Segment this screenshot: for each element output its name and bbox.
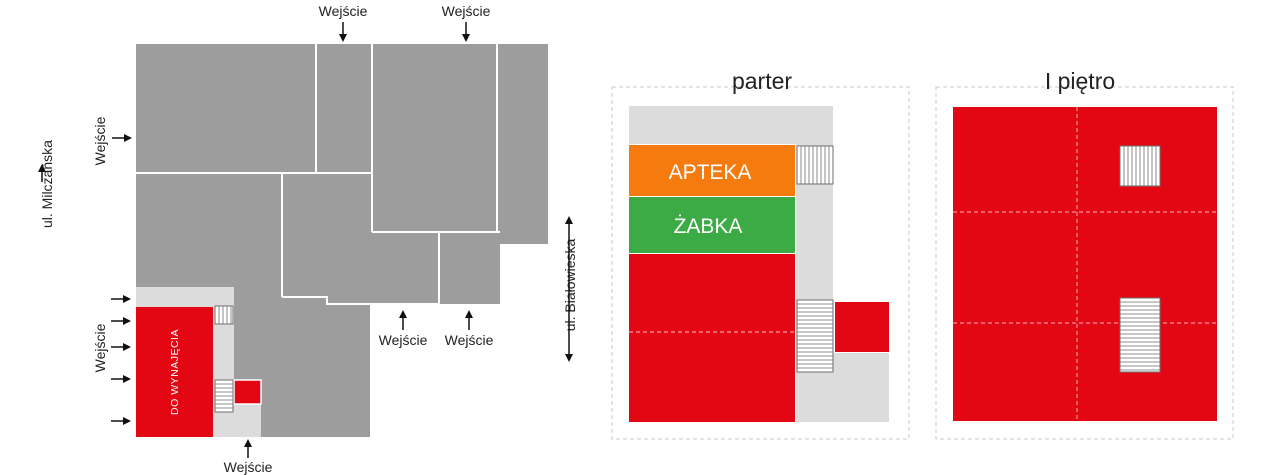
ground-floor-frame (611, 86, 910, 440)
stairs-icon (214, 305, 234, 325)
ground-floor-plan: parter APTEKA ŻABKA (611, 68, 910, 440)
street-label-left: ul. Milczańska (39, 140, 55, 228)
zabka-label: ŻABKA (674, 215, 743, 238)
stairs-icon (1119, 145, 1161, 187)
available-unit-first-floor (953, 107, 1217, 421)
stairs-icon (1119, 297, 1161, 373)
available-unit-ground-small (835, 302, 889, 352)
available-unit-label: DO WYNAJĘCIA (169, 329, 181, 415)
first-floor-frame (935, 86, 1234, 440)
entrance-label-bottom-1: Wejście (379, 332, 428, 348)
stairs-icon (214, 379, 234, 413)
entrance-label-bottom-2: Wejście (445, 332, 494, 348)
first-floor-title: I piętro (1045, 68, 1115, 94)
entrance-label-left-upper: Wejście (92, 116, 108, 165)
site-plan: DO WYNAJĘCIA Wejście Wejście Wejście Wej… (38, 3, 578, 475)
available-unit-small (233, 379, 262, 405)
entrance-arrows-left-lower (111, 295, 131, 425)
entrance-label-left-lower: Wejście (92, 323, 108, 372)
stairs-icon (796, 145, 834, 185)
apteka-unit (629, 145, 795, 196)
unit-dividers-dashed (953, 107, 1217, 421)
entrance-label-bottom-small: Wejście (224, 459, 273, 475)
street-label-right: ul. Białowieska (562, 238, 578, 331)
stairs-icon (796, 299, 834, 373)
ground-floor-corridor-bottom (833, 353, 889, 422)
zabka-unit (629, 197, 795, 253)
building-footprint (136, 44, 548, 437)
entrance-label-top-1: Wejście (319, 3, 368, 19)
available-unit (136, 307, 213, 437)
first-floor-plan: I piętro (935, 68, 1234, 440)
available-unit-ground (629, 254, 795, 422)
unit-divisions (136, 44, 500, 305)
corridor-area (136, 287, 234, 307)
entrance-label-top-2: Wejście (442, 3, 491, 19)
ground-floor-title: parter (732, 68, 792, 94)
apteka-label: APTEKA (669, 161, 752, 184)
